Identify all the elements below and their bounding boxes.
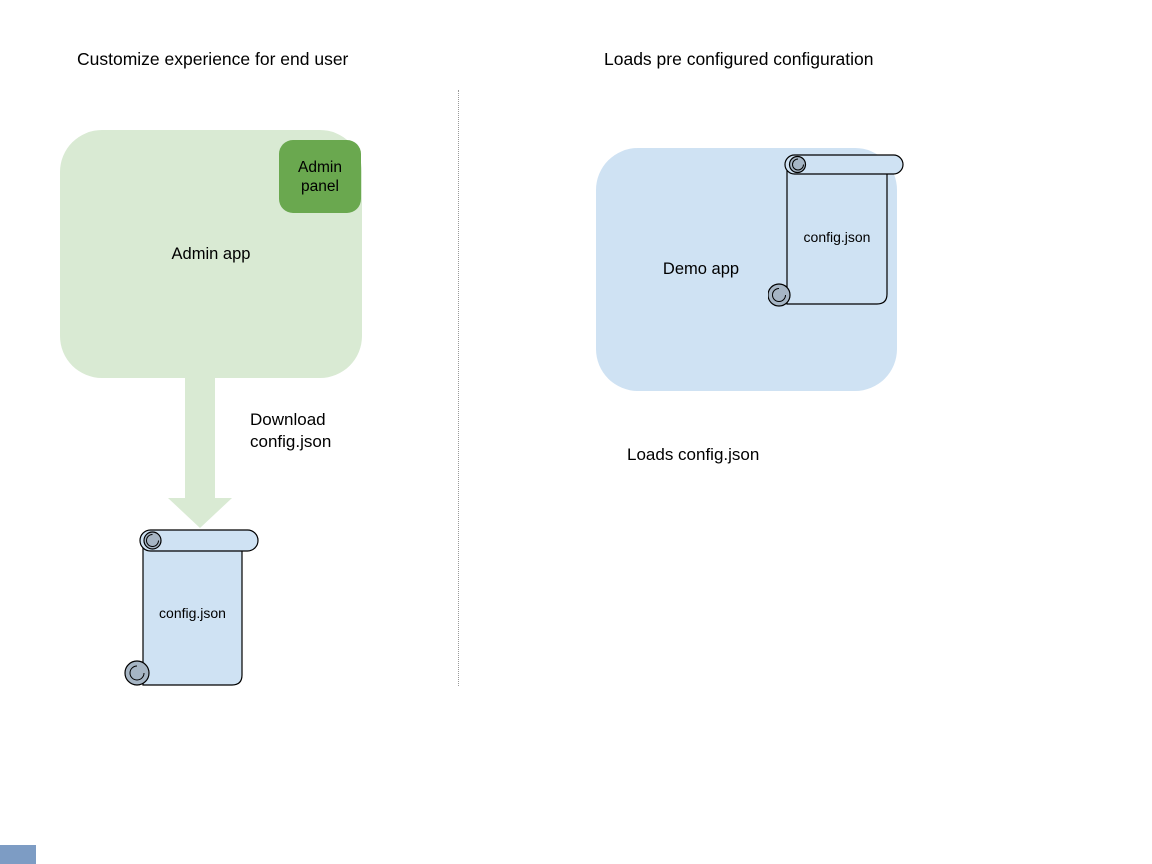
left-section-title: Customize experience for end user [77,49,349,69]
download-arrow [168,377,232,528]
config-scroll-left: config.json [124,528,259,688]
corner-blue-fragment [0,845,36,864]
right-section-title: Loads pre configured configuration [604,49,874,69]
scroll-body [142,540,243,686]
scroll-bottom-curl [124,660,150,686]
scroll-shape-icon [124,529,259,686]
loads-config-caption: Loads config.json [627,445,760,464]
download-caption: Download config.json [250,410,332,451]
scroll-top-curl-spiral [146,534,159,547]
scroll-top-roll [139,529,259,552]
scroll-bottom-curl [767,283,791,307]
scroll-top-roll [784,154,904,175]
admin-app-box: Admin app Admin panel [60,130,362,378]
admin-panel-box: Admin panel [279,140,361,213]
demo-app-label: Demo app [662,260,740,278]
scroll-bottom-curl-spiral [129,665,145,681]
admin-panel-label: Admin panel [298,158,342,195]
scroll-bottom-curl-spiral [772,288,786,302]
scroll-shape-icon [767,154,904,307]
config-file-label-right: config.json [803,229,871,245]
download-arrow-shape [168,377,232,528]
section-divider [458,90,459,686]
scroll-top-curl-spiral [792,158,804,171]
config-scroll-right: config.json [767,153,908,308]
scroll-body [786,163,888,305]
admin-app-label: Admin app [171,244,251,263]
config-file-label-left: config.json [159,605,226,621]
